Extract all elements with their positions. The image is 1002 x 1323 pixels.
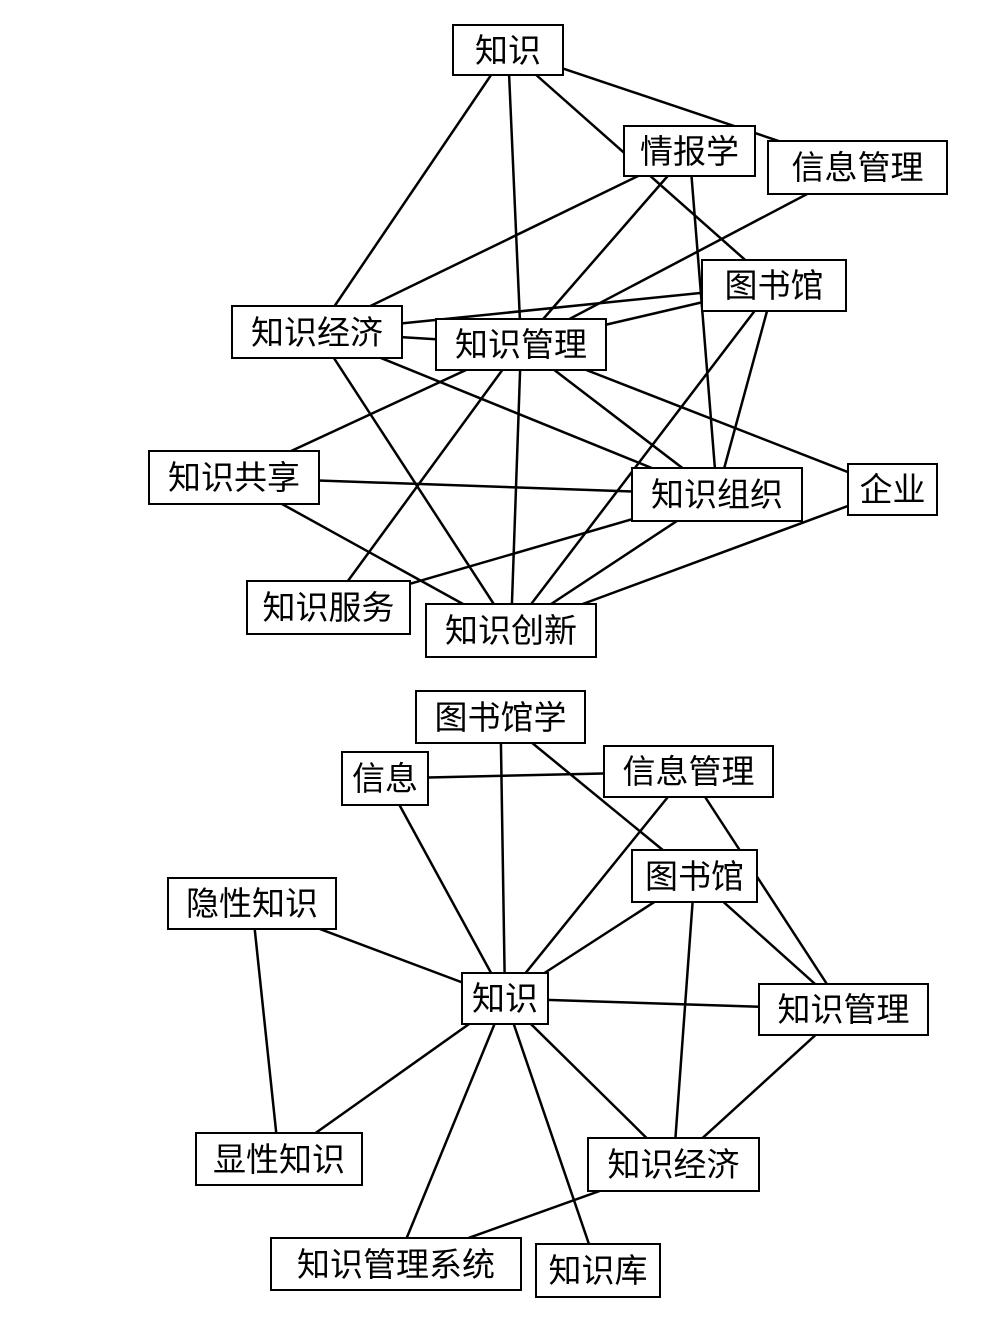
node-b2: 信息: [341, 751, 429, 806]
edge-b6-b10: [394, 998, 507, 1265]
node-b5: 隐性知识: [167, 877, 337, 930]
edge-b1-b6: [499, 716, 507, 999]
node-b8: 显性知识: [195, 1132, 363, 1186]
node-t8: 知识组织: [631, 467, 803, 522]
node-t4: 图书馆: [701, 259, 847, 312]
edge-t2-t6: [520, 150, 691, 346]
edge-b4-b9: [672, 875, 696, 1165]
node-t9: 企业: [847, 463, 938, 516]
edge-b2-b6: [383, 777, 507, 1000]
edge-b6-b9: [504, 997, 675, 1166]
node-t5: 知识经济: [231, 305, 403, 359]
node-t7: 知识共享: [148, 450, 320, 505]
edge-t5-t11: [315, 331, 513, 632]
edge-t2-t8: [688, 150, 719, 495]
node-b1: 图书馆学: [415, 690, 586, 744]
edge-t6-t10: [327, 343, 523, 609]
node-t10: 知识服务: [246, 580, 411, 635]
edge-b3-b6: [504, 770, 690, 1000]
edge-t3-t6: [520, 166, 859, 346]
node-b6: 知识: [461, 972, 549, 1025]
node-b10: 知识管理系统: [270, 1237, 522, 1291]
node-t11: 知识创新: [425, 603, 597, 658]
edge-t1-t5: [315, 49, 510, 333]
edge-t4-t11: [510, 284, 775, 632]
node-t6: 知识管理: [435, 318, 607, 371]
node-t1: 知识: [452, 24, 564, 76]
node-b9: 知识经济: [587, 1137, 760, 1192]
node-b11: 知识库: [535, 1243, 661, 1298]
edge-b5-b8: [250, 903, 281, 1160]
node-b3: 信息管理: [603, 745, 774, 798]
node-b7: 知识管理: [758, 983, 929, 1036]
edge-t1-t6: [506, 49, 523, 345]
edge-t2-t5: [316, 149, 691, 334]
node-t3: 信息管理: [767, 140, 948, 195]
node-b4: 图书馆: [631, 849, 758, 903]
edge-b6-b11: [503, 998, 600, 1271]
node-t2: 情报学: [623, 125, 756, 177]
edge-b3-b7: [687, 770, 845, 1011]
edge-t4-t8: [715, 285, 776, 495]
